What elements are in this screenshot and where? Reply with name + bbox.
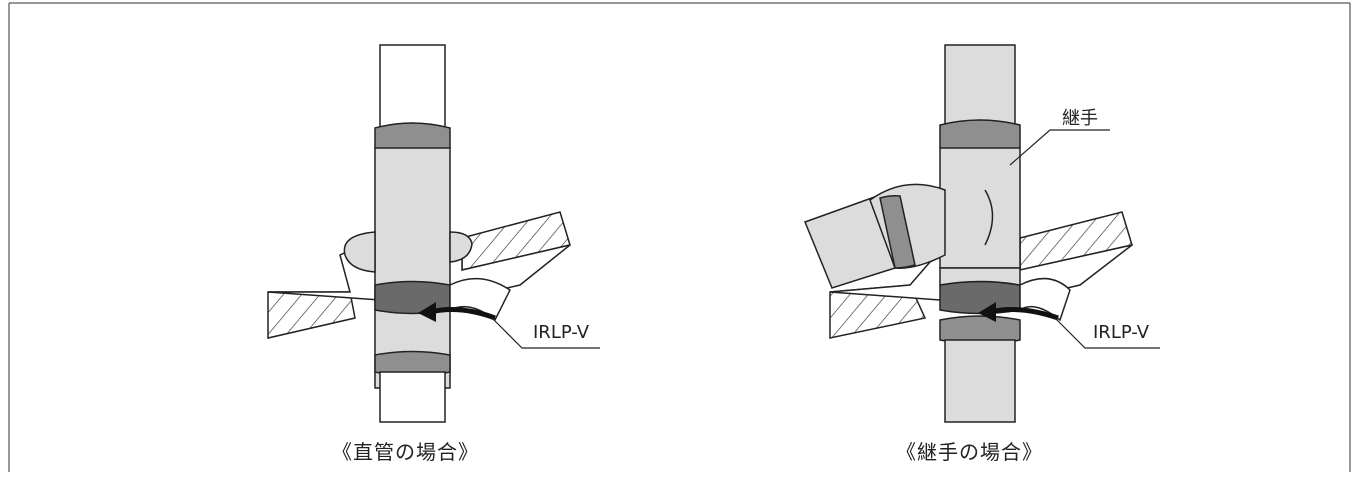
left-tape-tail [449,277,511,322]
right-lower-pipe [944,339,1016,423]
left-slab-hole [343,231,376,273]
left-leader-line [491,317,600,349]
right-caption: 《継手の場合》 [896,440,1043,464]
left-product-label: IRLP-V [533,322,590,343]
right-upper-pipe [944,44,1016,131]
left-upper-pipe [379,44,446,136]
right-leader-line [1054,317,1160,349]
left-caption: 《直管の場合》 [332,440,479,464]
frame-border [8,2,1351,472]
left-figure-straight-pipe [267,44,600,423]
right-tape-tail [1019,277,1071,322]
left-lower-pipe [379,371,446,423]
right-product-label: IRLP-V [1093,322,1150,343]
right-figure-joint [804,44,1160,423]
right-joint-body [939,147,1021,269]
left-slab-left [267,291,356,339]
joint-label: 継手 [1062,108,1098,129]
joint-leader-line [1009,129,1110,166]
